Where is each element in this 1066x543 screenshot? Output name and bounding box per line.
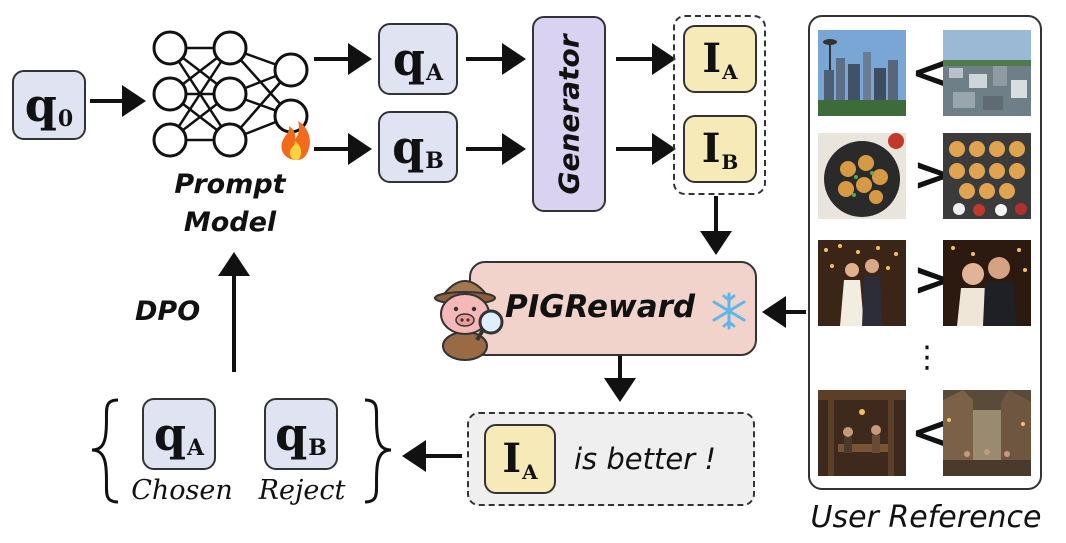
fire-icon [281,121,310,160]
qB-subscript: B [425,148,444,174]
village-street-photo [943,390,1031,476]
tavern-interior-photo [818,390,906,476]
generator-label: Generator [552,33,586,195]
couple-portrait-photo [943,240,1031,326]
left-brace [91,398,119,504]
result-IA-symbol: I [502,435,522,482]
pigreward-label: PIGReward [505,289,696,325]
chosen-q-subscript: A [187,435,205,461]
generator-box: Generator [532,16,606,212]
snowflake-icon [712,292,746,330]
dumplings-plate-photo [818,133,906,219]
prompt-model-label: Prompt Model [150,166,310,242]
result-text: is better ! [574,442,716,476]
right-brace [364,398,392,504]
q0-subscript: 0 [57,106,74,132]
prompt-model-label-line1: Prompt [174,169,286,200]
reject-q-subscript: B [308,435,327,461]
reject-q-symbol: q [275,407,308,461]
IB-subscript: B [721,150,739,174]
chosen-label: Chosen [131,475,233,506]
aerial-city-photo [943,30,1031,116]
more-rows-ellipsis: ⋮ [912,340,942,375]
city-skyline-photo [818,30,906,116]
pig-detective-icon [434,280,504,361]
pastry-tray-photo [943,133,1031,219]
IB-symbol: I [701,125,721,172]
prompt-model-label-line2: Model [183,207,277,238]
generated-images-group [673,15,766,195]
result-IA-subscript: A [522,460,538,484]
chosen-q-symbol: q [153,407,187,461]
qA-symbol: q [392,32,426,86]
reject-label: Reject [258,475,346,506]
dpo-label: DPO [135,296,201,327]
qA-subscript: A [426,60,444,86]
pigreward-box [469,261,757,356]
dancing-couple-photo [818,240,906,326]
qB-symbol: q [392,120,425,174]
IA-subscript: A [722,60,738,84]
IA-symbol: I [702,35,722,82]
network-nodes [152,30,309,158]
user-reference-title: User Reference [810,500,1042,535]
q0-symbol: q [24,78,57,132]
